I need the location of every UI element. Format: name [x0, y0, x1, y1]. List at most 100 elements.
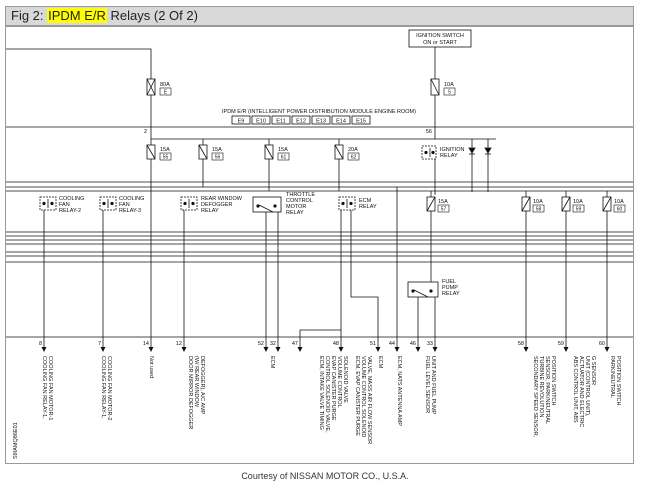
ignition-relay-line-2: RELAY	[440, 153, 458, 159]
connector-list: E9 E10 E11 E12 E13 E14 E15	[231, 115, 371, 125]
svg-text:THROTTLE: THROTTLE	[286, 192, 315, 198]
wire-pin-51	[350, 210, 379, 347]
ignition-relay-line-1: IGNITION	[440, 147, 464, 153]
fuse-15a-55: 15A 55	[146, 144, 172, 161]
svg-text:E10: E10	[256, 119, 266, 125]
output-14: Not used	[148, 356, 154, 378]
pin-8: 8	[39, 341, 42, 347]
credit-line: Courtesy of NISSAN MOTOR CO., U.S.A.	[241, 471, 409, 481]
bottom-pin-labels: 8 7 14 12 52 32 47 48 51 44 46 33 58 59 …	[39, 341, 605, 347]
svg-text:FAN: FAN	[119, 202, 130, 208]
svg-text:RELAY-3: RELAY-3	[119, 208, 141, 214]
main-fuse-80a-amp: 80A	[160, 82, 170, 88]
svg-text:CONTROL: CONTROL	[286, 198, 313, 204]
main-fuse-10a-id: 5	[448, 90, 451, 96]
connector-e10: E10	[251, 115, 271, 125]
output-48: ECM, EVAP CANISTER PURGE VOLUME CONTROL …	[354, 356, 372, 444]
pin-58: 58	[518, 341, 524, 347]
svg-text:15A: 15A	[212, 147, 222, 153]
wire-pin-47	[299, 210, 342, 347]
output-59: ABS CONTROL UNIT, ABS ACTUATOR AND ELECT…	[572, 356, 596, 429]
svg-text:COOLING: COOLING	[119, 196, 144, 202]
main-fuse-10a: 10A 5	[430, 78, 456, 96]
fuel-pump-relay: FUEL PUMP RELAY	[407, 279, 460, 298]
svg-text:RELAY: RELAY	[201, 208, 219, 214]
wiring-diagram: IGNITION SWITCH ON or START 80A E 10A 5	[5, 26, 634, 464]
pin-44: 44	[389, 341, 395, 347]
main-fuse-80a-id: E	[164, 90, 168, 96]
pin-12: 12	[176, 341, 182, 347]
svg-text:61: 61	[281, 155, 287, 161]
svg-text:59: 59	[576, 207, 582, 213]
fuse-10a-60: 10A 60	[602, 196, 626, 213]
ignition-switch-label: IGNITION SWITCH	[416, 33, 464, 39]
rear-window-defogger-relay: REAR WINDOW DEFOGGER RELAY	[180, 196, 243, 214]
output-12: DOOR MIRROR DEFOGGER (W/ REAR WINDOW DEF…	[187, 356, 205, 431]
output-60: PARK/NEUTRAL POSITION SWITCH	[609, 356, 621, 406]
svg-text:20A: 20A	[348, 147, 358, 153]
pin-60: 60	[599, 341, 605, 347]
pin-33: 33	[427, 341, 433, 347]
output-52: ECM	[269, 356, 275, 369]
svg-text:10A: 10A	[573, 199, 583, 205]
ipdm-module-label: IPDM E/R (INTELLIGENT POWER DISTRIBUTION…	[222, 109, 416, 115]
output-44: ECM, NATS ANTENNA AMP	[396, 356, 402, 426]
figure-title: Fig 2: IPDM E/R Relays (2 Of 2)	[5, 6, 634, 26]
output-7: COOLING FAN RELAY-1, COOLING FAN MOTOR-2	[100, 356, 112, 420]
pin-52: 52	[258, 341, 264, 347]
ignition-relay: IGNITION RELAY	[421, 145, 464, 160]
svg-text:E11: E11	[276, 119, 285, 125]
output-47: ECM, INTAKE VALVE TIMING CONTROL SOLENOI…	[318, 356, 348, 434]
pin-32: 32	[270, 341, 276, 347]
throttle-control-motor-relay: THROTTLE CONTROL MOTOR RELAY	[252, 192, 315, 216]
pin-47: 47	[292, 341, 298, 347]
ignition-switch-box	[408, 29, 472, 48]
connector-e12: E12	[291, 115, 311, 125]
output-46: FUEL LEVEL SENSOR UNIT AND FUEL PUMP	[424, 356, 436, 415]
fuse-10a-58: 10A 58	[521, 196, 545, 213]
connector-e14: E14	[331, 115, 351, 125]
svg-text:RELAY: RELAY	[359, 204, 377, 210]
svg-text:56: 56	[215, 155, 221, 161]
svg-text:E12: E12	[296, 119, 306, 125]
pin-59: 59	[558, 341, 564, 347]
main-fuse-80a: 80A E	[146, 78, 172, 96]
connector-e15: E15	[351, 115, 371, 125]
side-code: S9IAMQ86E01	[13, 422, 19, 459]
svg-text:55: 55	[163, 155, 169, 161]
svg-text:60: 60	[617, 207, 623, 213]
terminal-pin-2: 2	[144, 129, 147, 135]
title-highlight: IPDM E/R	[47, 8, 107, 23]
pin-46: 46	[410, 341, 416, 347]
svg-text:15A: 15A	[278, 147, 288, 153]
svg-text:57: 57	[441, 207, 447, 213]
cooling-fan-relay-2: COOLING FAN RELAY-2	[39, 196, 84, 214]
connector-e9: E9	[231, 115, 251, 125]
svg-text:RELAY: RELAY	[286, 210, 304, 216]
pin-14: 14	[143, 341, 149, 347]
svg-text:15A: 15A	[438, 199, 448, 205]
svg-text:E15: E15	[356, 119, 366, 125]
pin-51: 51	[370, 341, 376, 347]
main-fuse-10a-amp: 10A	[444, 82, 454, 88]
svg-text:10A: 10A	[614, 199, 624, 205]
pin-7: 7	[98, 341, 101, 347]
svg-text:15A: 15A	[160, 147, 170, 153]
title-suffix: Relays (2 Of 2)	[106, 8, 198, 23]
svg-text:REAR WINDOW: REAR WINDOW	[201, 196, 243, 202]
svg-text:62: 62	[351, 155, 357, 161]
svg-text:RELAY-2: RELAY-2	[59, 208, 81, 214]
fuse-15a-61: 15A 61	[264, 144, 290, 161]
pin-48: 48	[333, 341, 339, 347]
title-prefix: Fig 2:	[11, 8, 48, 23]
fuse-15a-57: 15A 57	[426, 196, 450, 213]
svg-text:FUEL: FUEL	[442, 279, 456, 285]
connector-e13: E13	[311, 115, 331, 125]
fuse-10a-59: 10A 59	[561, 196, 585, 213]
battery-feed-wire	[6, 48, 152, 79]
diode-pair	[468, 139, 492, 192]
svg-text:E14: E14	[336, 119, 346, 125]
ignition-switch-sublabel: ON or START	[423, 40, 457, 46]
svg-text:COOLING: COOLING	[59, 196, 84, 202]
